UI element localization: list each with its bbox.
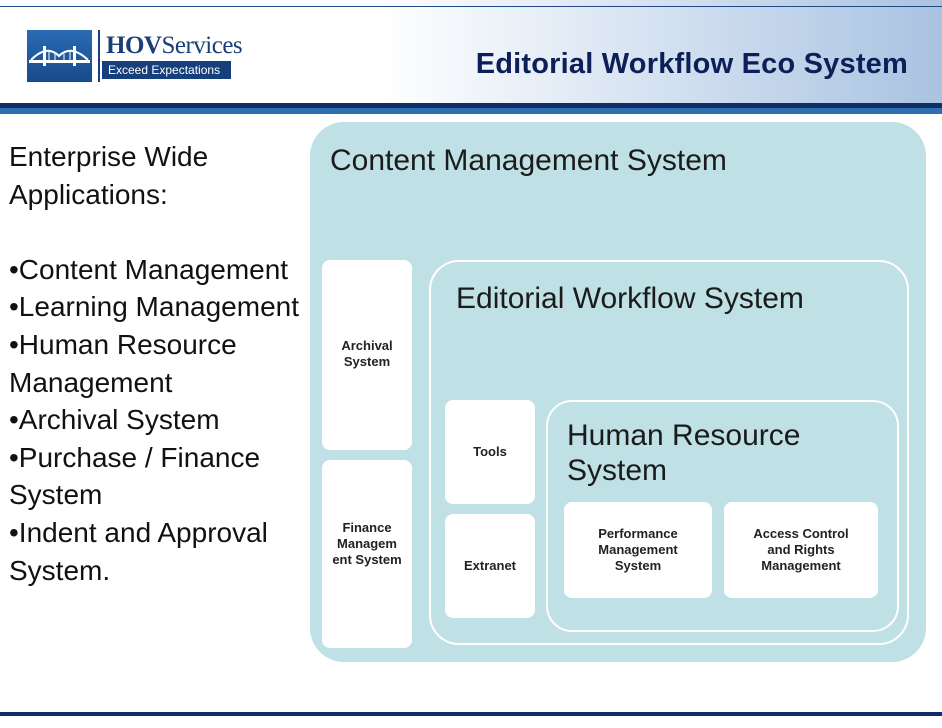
list-item: •Content Management: [9, 253, 289, 285]
human-resource-system-box: Human Resource System Performance Manage…: [546, 400, 899, 632]
archival-system-box: Archival System: [322, 260, 412, 450]
hrs-title: Human Resource System: [567, 419, 801, 487]
slide-title: Editorial Workflow Eco System: [475, 48, 908, 80]
access-label: Access Control and Rights Management: [753, 526, 849, 573]
performance-management-box: Performance Management System: [564, 502, 712, 598]
logo-name: HOVServices: [106, 32, 243, 59]
ews-title: Editorial Workflow System: [456, 282, 804, 315]
bridge-logo-icon: [27, 30, 92, 82]
archival-label: Archival System: [341, 338, 393, 369]
tools-box: Tools: [445, 400, 535, 504]
header-divider-accent: [0, 108, 942, 114]
list-item: •Purchase / Finance System: [9, 441, 261, 511]
logo-tagline: Exceed Expectations: [102, 61, 231, 79]
extranet-label: Extranet: [463, 558, 517, 573]
extranet-box: Extranet: [445, 514, 535, 618]
content-management-system-box: Content Management System Archival Syste…: [310, 122, 926, 662]
hov-services-logo: HOVServices Exceed Expectations: [27, 30, 243, 82]
footer-divider: [0, 712, 942, 716]
header-divider: [0, 103, 942, 108]
access-control-box: Access Control and Rights Management: [724, 502, 878, 598]
list-item: •Archival System: [9, 404, 220, 436]
list-item: •Human Resource Management: [9, 328, 237, 398]
logo-wordmark: HOVServices Exceed Expectations: [98, 30, 243, 82]
finance-label: Finance Managem ent System: [332, 520, 402, 567]
performance-label: Performance Management System: [598, 526, 678, 573]
header-top-line: [0, 6, 942, 7]
finance-management-box: Finance Managem ent System: [322, 460, 412, 648]
slide-header: HOVServices Exceed Expectations Editoria…: [0, 0, 942, 114]
cms-title: Content Management System: [330, 144, 727, 177]
list-item: •Indent and Approval System.: [9, 516, 268, 586]
editorial-workflow-system-box: Editorial Workflow System Tools Extranet…: [429, 260, 909, 645]
list-item: •Learning Management: [9, 291, 299, 323]
tools-label: Tools: [473, 444, 507, 459]
